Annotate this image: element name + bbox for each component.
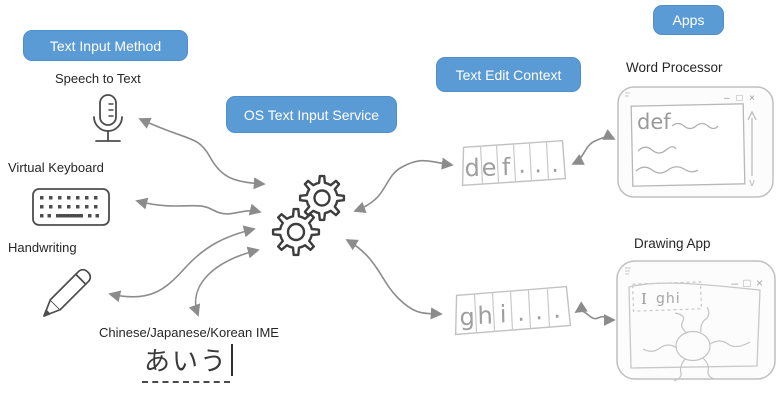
buffer-cell: e (481, 153, 496, 181)
microphone-icon (93, 94, 123, 142)
buffer-cell: g (459, 303, 475, 331)
wp-document-text: def (637, 110, 671, 134)
badge-os-text-input-service: OS Text Input Service (226, 96, 397, 133)
buffer-cell: . (518, 151, 526, 179)
drawing-app-window: – □ × I ghi (616, 260, 776, 382)
label-cjk-ime: Chinese/Japanese/Korean IME (99, 325, 279, 340)
edit-context-buffer-def: d e f . . . (461, 139, 567, 187)
arrow-ime-gears (188, 246, 260, 317)
ime-composition-text: あいう (142, 341, 234, 383)
buffer-cell: . (534, 150, 542, 178)
label-handwriting: Handwriting (8, 240, 77, 255)
drawing-textbox (631, 281, 703, 312)
wp-scrollbar (747, 110, 757, 176)
window-menu-sketch (625, 267, 631, 275)
buffer-cell: . (517, 299, 525, 327)
wp-scroll-down-icon: v (749, 177, 755, 189)
wp-squiggle-lines (635, 122, 719, 174)
label-virtual-keyboard: Virtual Keyboard (8, 160, 104, 175)
buffer-cell: . (553, 296, 561, 324)
word-processor-window: – □ × def v (617, 86, 774, 198)
buffer-cell: h (477, 302, 493, 330)
badge-text-input-method: Text Input Method (23, 30, 188, 61)
window-menu-sketch (625, 92, 630, 97)
arrow-gears-def-buffer (353, 157, 454, 214)
arrow-def-word-processor (571, 129, 616, 165)
arrow-mic-gears (138, 117, 266, 190)
arrow-keyboard-gears (135, 197, 262, 216)
text-caret-icon (231, 344, 234, 376)
drawing-textbox-text: ghi (656, 291, 681, 307)
keyboard-icon (32, 188, 110, 226)
buffer-cell: i (499, 300, 506, 328)
sun-sketch (642, 306, 751, 382)
ibeam-cursor-icon: I (641, 290, 647, 308)
label-drawing-app: Drawing App (634, 236, 711, 251)
label-speech-to-text: Speech to Text (55, 71, 141, 86)
badge-text-edit-context: Text Edit Context (436, 57, 581, 92)
buffer-cell: d (464, 154, 480, 182)
buffer-cell: . (535, 297, 543, 325)
window-controls-icon: – □ × (731, 276, 764, 290)
pencil-icon (43, 268, 92, 317)
arrow-gears-ghi-buffer (345, 239, 443, 320)
buffer-cell: f (502, 153, 512, 181)
buffer-cell: . (551, 150, 559, 178)
badge-apps: Apps (653, 5, 724, 35)
edit-context-buffer-ghi: g h i . . . (454, 285, 572, 336)
label-word-processor: Word Processor (626, 60, 723, 75)
arrow-ghi-drawing-app (574, 301, 616, 326)
ime-composition-chars: あいう (142, 341, 231, 383)
window-controls-icon: – □ × (724, 93, 757, 104)
drawing-canvas-area (628, 282, 761, 369)
gears-icon (271, 174, 346, 257)
arrow-handwriting-gears (108, 225, 256, 303)
